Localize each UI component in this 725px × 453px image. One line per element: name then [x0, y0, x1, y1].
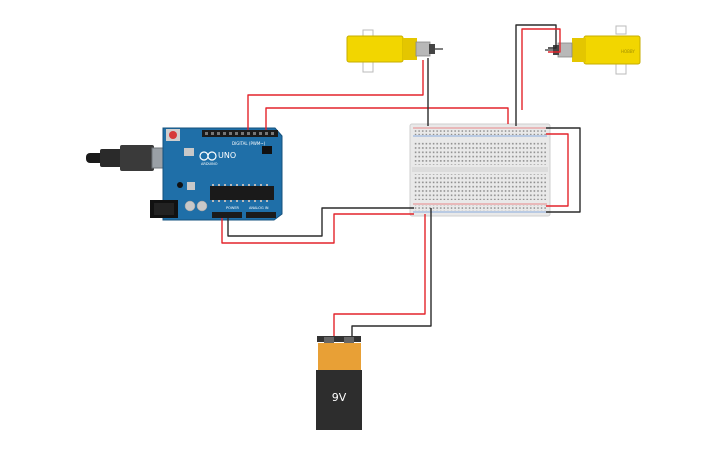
usb-cable-icon — [86, 145, 175, 171]
arduino-infinity-logo-icon — [199, 151, 217, 161]
wire-black-rail-loop[interactable] — [546, 127, 581, 213]
wire-black-arduino-gnd[interactable] — [227, 207, 414, 237]
digital-header — [202, 130, 278, 137]
analog-header — [246, 212, 276, 218]
dc-motor-left[interactable] — [346, 29, 443, 73]
wire-red-arduino-to-motor-left[interactable] — [247, 60, 424, 130]
wire-red-arduino-5v[interactable] — [221, 213, 414, 244]
wire-black-motor-right[interactable] — [515, 24, 557, 126]
power-header — [212, 212, 242, 218]
dc-jack-icon — [150, 200, 178, 218]
wires — [221, 24, 581, 337]
brand-label: ARDUINO — [201, 162, 218, 166]
wire-red-motor-right[interactable] — [521, 28, 561, 110]
battery-label: 9V — [332, 391, 347, 404]
microcontroller-chip — [210, 184, 274, 202]
analog-header-label: ANALOG IN — [249, 206, 269, 210]
digital-header-label: DIGITAL (PWM~) — [232, 141, 266, 146]
reset-button-icon[interactable] — [166, 129, 180, 141]
arduino-uno[interactable]: DIGITAL (PWM~) UNO ARDUINO — [86, 127, 283, 221]
wire-black-battery[interactable] — [351, 208, 432, 337]
board-model-label: UNO — [218, 151, 236, 160]
wire-red-rail-loop[interactable] — [546, 133, 569, 207]
breadboard[interactable] — [409, 123, 551, 217]
motor-body-text: HOBBY — [621, 49, 635, 54]
dc-motor-right[interactable]: HOBBY — [545, 25, 641, 75]
wire-red-arduino-to-breadboard[interactable] — [265, 107, 509, 130]
battery-9v[interactable]: 9V — [316, 336, 362, 430]
power-header-label: POWER — [226, 206, 240, 210]
wire-red-battery[interactable] — [333, 214, 426, 337]
